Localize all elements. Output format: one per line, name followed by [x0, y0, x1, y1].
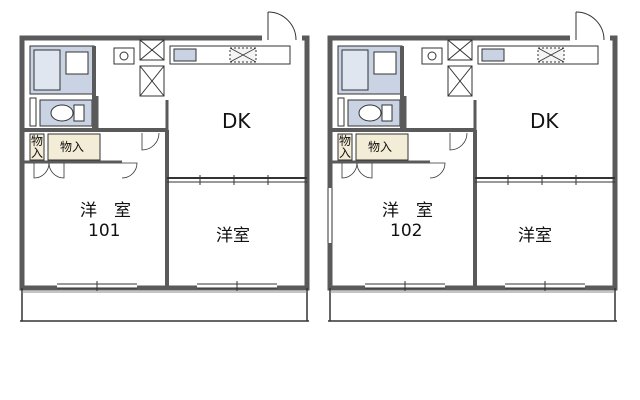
unit-101-western-room-label: 洋 室	[80, 201, 131, 221]
unit-101-western-room-b-label: 洋室	[216, 226, 250, 246]
unit-101-storage-small-label: 物	[31, 134, 43, 148]
unit-102-western-room-label: 洋 室	[382, 201, 433, 221]
unit-101-storage-label: 物入	[60, 140, 84, 154]
unit-102-western-room-b-label: 洋室	[518, 226, 552, 246]
unit-101-storage-small-label-2: 入	[31, 146, 43, 160]
unit-101: DK 洋 室 101 洋室 物 入 物入	[20, 12, 309, 321]
unit-102-dk-label: DK	[530, 109, 559, 133]
unit-102-layout	[328, 12, 617, 321]
unit-101-room-number: 101	[88, 221, 120, 241]
unit-102-storage-small-label-2: 入	[339, 146, 351, 160]
unit-102: DK 洋 室 102 洋室 物 入 物入	[328, 12, 617, 321]
unit-101-dk-label: DK	[222, 109, 251, 133]
unit-102-storage-small-label: 物	[339, 134, 351, 148]
unit-101-layout	[20, 12, 309, 321]
unit-102-storage-label: 物入	[368, 140, 392, 154]
unit-102-room-number: 102	[390, 221, 422, 241]
